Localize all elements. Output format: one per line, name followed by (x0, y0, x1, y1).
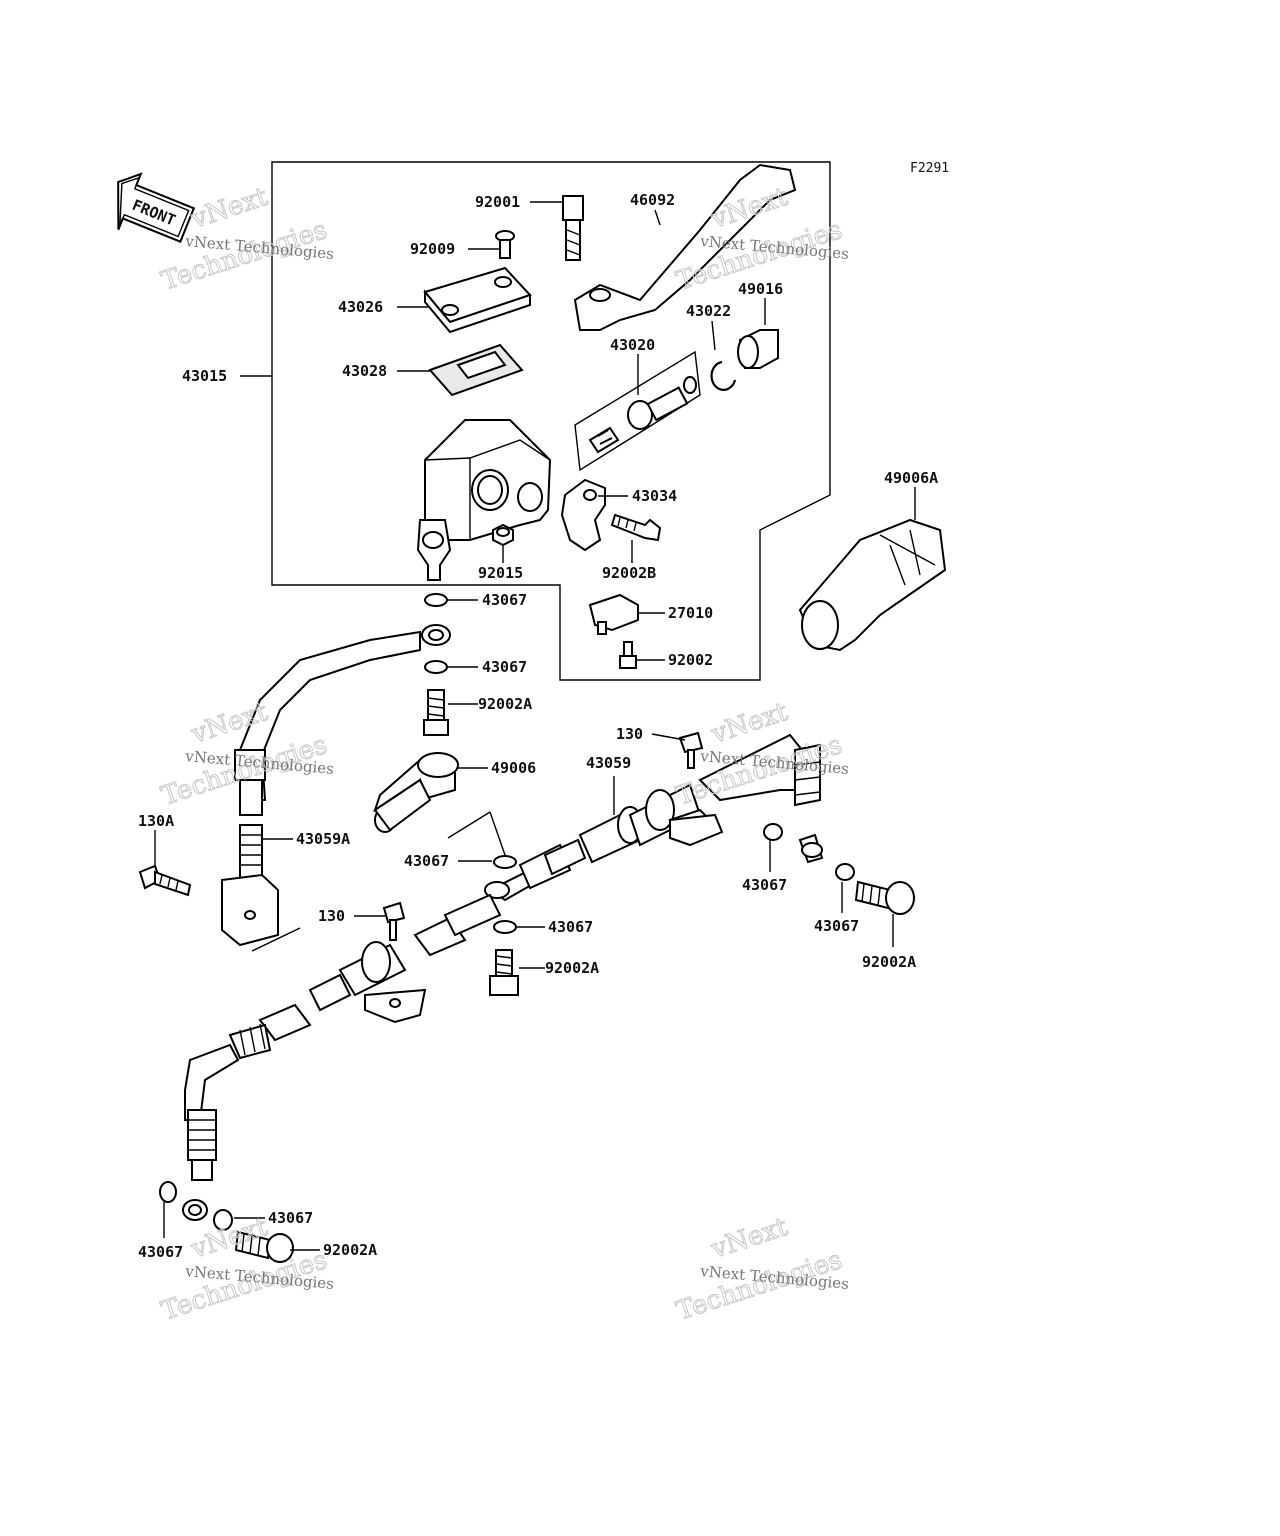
label-43034: 43034 (632, 487, 677, 505)
svg-text:vNext: vNext (707, 1212, 792, 1265)
screw-92002 (619, 641, 637, 669)
banjo-bolt-92002A-a (423, 689, 449, 736)
nut-92015 (492, 523, 514, 547)
master-cylinder-body (416, 419, 552, 581)
label-43067-h: 43067 (138, 1243, 183, 1261)
washer-43067-d (763, 823, 783, 841)
label-27010: 27010 (668, 604, 713, 622)
label-43067-e: 43067 (548, 918, 593, 936)
banjo-upper (421, 624, 451, 646)
assembly-outline (271, 161, 831, 681)
bracket-130-a (669, 731, 724, 847)
cover-49006A (798, 518, 947, 652)
bolt-130A (138, 864, 192, 897)
watermark-1: vNext Technologies vNext Technologies (157, 181, 334, 297)
brake-hose-lower (484, 733, 824, 902)
banjo-bolt-92002A-d (234, 1230, 294, 1263)
label-43067-d: 43067 (742, 876, 787, 894)
label-130-a: 130 (616, 725, 643, 743)
hose-lower-segment (182, 893, 502, 1221)
label-43028: 43028 (342, 362, 387, 380)
label-43067-g: 43067 (268, 1209, 313, 1227)
label-49006A: 49006A (884, 469, 938, 487)
brake-hose-upper (221, 630, 421, 947)
label-43067-c: 43067 (404, 852, 449, 870)
diaphragm-43028 (428, 343, 524, 397)
washer-43067-a (424, 593, 448, 607)
label-92001: 92001 (475, 193, 520, 211)
label-43067-b: 43067 (482, 658, 527, 676)
washer-43067-c (493, 855, 517, 869)
label-92002A-d: 92002A (323, 1241, 377, 1259)
label-92002: 92002 (668, 651, 713, 669)
clamp-43034 (560, 478, 606, 552)
label-43020: 43020 (610, 336, 655, 354)
screw-92009 (495, 230, 515, 259)
washer-43067-h (213, 1209, 233, 1231)
figure-code: F2291 (910, 161, 949, 176)
label-43059A: 43059A (296, 830, 350, 848)
label-43067-a: 43067 (482, 591, 527, 609)
label-130A: 130A (138, 812, 174, 830)
piston-kit-43020 (588, 376, 697, 454)
label-43059: 43059 (586, 754, 631, 772)
svg-text:vNext: vNext (187, 182, 272, 235)
boot-49016 (737, 329, 779, 369)
banjo-bolt-92002A-b (489, 949, 519, 996)
washer-43067-e (493, 920, 517, 934)
watermark-5: vNext Technologies vNext Technologies (157, 1211, 334, 1327)
label-43026: 43026 (338, 298, 383, 316)
piston-kit-box (574, 350, 701, 472)
bolt-92001 (562, 195, 584, 261)
label-43015: 43015 (182, 367, 227, 385)
switch-27010 (588, 593, 639, 635)
bolt-92002B (610, 513, 662, 542)
label-130-b: 130 (318, 907, 345, 925)
front-arrow-icon: FRONT (117, 172, 196, 243)
watermark-4: vNext Technologies vNext Technologies (672, 696, 849, 812)
label-43022: 43022 (686, 302, 731, 320)
washer-43067-f (835, 863, 855, 881)
banjo-bolt-92002A-c (854, 880, 915, 915)
label-92009: 92009 (410, 240, 455, 258)
watermark-6: vNext Technologies vNext Technologies (672, 1211, 849, 1327)
label-46092: 46092 (630, 191, 675, 209)
label-92015: 92015 (478, 564, 523, 582)
label-43067-f: 43067 (814, 917, 859, 935)
circlip-43022 (710, 360, 737, 391)
label-92002B: 92002B (602, 564, 656, 582)
brake-lever-46092 (573, 163, 797, 331)
label-92002A-c: 92002A (862, 953, 916, 971)
cover-49006 (373, 752, 459, 833)
reservoir-cap-43026 (423, 266, 532, 334)
part-labels: 92001 46092 92009 43026 49016 43022 4302… (138, 191, 938, 1261)
leader-lines (154, 201, 916, 1251)
label-92002A-b: 92002A (545, 959, 599, 977)
label-92002A-a: 92002A (478, 695, 532, 713)
label-49006: 49006 (491, 759, 536, 777)
label-49016: 49016 (738, 280, 783, 298)
washer-43067-b (424, 660, 448, 674)
washer-43067-g (159, 1181, 177, 1203)
